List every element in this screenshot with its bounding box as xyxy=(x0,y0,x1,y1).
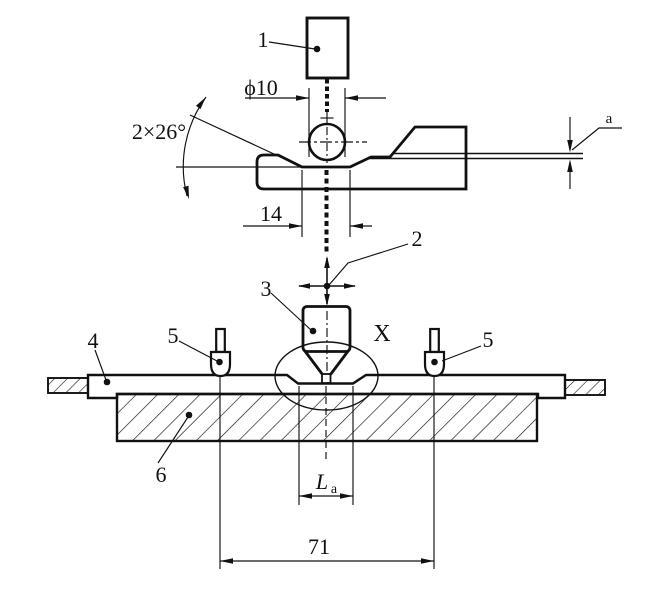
ball-diameter-value: ϕ10 xyxy=(244,75,278,100)
label-5-clamp-right: 5 xyxy=(483,327,494,352)
clamp-left-stem xyxy=(215,327,226,354)
leader-3 xyxy=(270,292,312,331)
la-arrow-left xyxy=(299,493,312,499)
span-arrow-right xyxy=(421,558,434,564)
thickness-value: a xyxy=(606,111,613,127)
span-arrow-left xyxy=(220,558,233,564)
thickness-dimension: a xyxy=(567,111,622,189)
leader-6 xyxy=(157,416,189,464)
holder-body xyxy=(305,16,350,80)
clamp-right xyxy=(423,327,446,378)
vee-angle-value: 2×26° xyxy=(132,119,186,144)
thickness-leader xyxy=(571,127,622,151)
dia-arrow-right xyxy=(345,95,358,101)
label-5-clamp-left: 5 xyxy=(168,323,179,348)
dia-arrow-left xyxy=(296,95,309,101)
leader-dot-clamp-right xyxy=(431,358,438,366)
motion-arrow-down xyxy=(324,294,330,306)
leader-dot-holder xyxy=(313,45,321,53)
vee-block-outline xyxy=(255,125,468,191)
clamp-right-stem xyxy=(429,327,440,354)
base-block xyxy=(115,392,539,443)
clamp-left xyxy=(209,327,232,378)
label-x-detail: X xyxy=(373,321,390,347)
angle-arc xyxy=(182,96,207,197)
detail-ellipse xyxy=(274,341,379,411)
angle-arrow-bottom xyxy=(183,185,189,199)
motion-arrow-left xyxy=(298,283,310,289)
label-1-holder: 1 xyxy=(258,27,269,52)
left-support-pin xyxy=(47,377,89,394)
motion-arrow-right xyxy=(344,283,356,289)
leader-1 xyxy=(268,41,316,50)
leader-lines xyxy=(94,41,482,464)
chisel-vee-right xyxy=(329,349,350,376)
ball-holder xyxy=(299,16,367,252)
angle-dimension: 2×26° xyxy=(132,96,303,199)
support-span-value: 71 xyxy=(308,534,330,559)
right-support-pin xyxy=(564,379,606,396)
leader-2 xyxy=(328,243,409,286)
thickness-arrow-down xyxy=(567,140,573,153)
label-2-motion: 2 xyxy=(412,226,423,251)
leader-5-left xyxy=(178,340,218,362)
leader-4 xyxy=(94,349,107,381)
groove-width-dimension: 14 xyxy=(243,170,372,237)
leader-5-right xyxy=(441,345,482,362)
la-subscript: a xyxy=(331,482,338,497)
thickness-arrow-up xyxy=(567,159,573,172)
leader-dot-chisel xyxy=(309,327,317,335)
leader-dot-clamp-left xyxy=(216,358,223,366)
chisel-tip-nib xyxy=(321,373,332,384)
la-arrow-right xyxy=(340,493,353,499)
groove-arrow-left xyxy=(289,223,302,229)
ball-diameter-dimension: ϕ10 xyxy=(244,75,386,157)
label-4-plate: 4 xyxy=(88,328,99,353)
la-symbol: L xyxy=(315,469,328,494)
motion-center-dot xyxy=(323,282,331,290)
chisel-tool xyxy=(301,305,352,384)
plate-outline xyxy=(86,373,567,400)
la-dimension: L a xyxy=(299,469,353,499)
label-3-chisel: 3 xyxy=(261,276,272,301)
part-labels: 1 2 3 4 5 5 6 X xyxy=(88,27,494,487)
specimen-plate xyxy=(47,373,606,400)
angle-arrow-top xyxy=(196,97,206,110)
leader-dot-base xyxy=(185,411,193,419)
groove-arrow-right xyxy=(350,223,363,229)
angle-ref-slanted xyxy=(189,114,303,168)
support-span-dimension: 71 xyxy=(220,534,434,564)
leader-dot-plate xyxy=(103,378,111,386)
chisel-vee-left xyxy=(303,349,324,376)
motion-indicator xyxy=(298,243,409,306)
motion-arrow-up xyxy=(324,256,330,268)
base-hatched-body xyxy=(115,392,539,443)
groove-width-value: 14 xyxy=(260,201,282,226)
label-6-base: 6 xyxy=(156,462,167,487)
vee-block xyxy=(255,125,583,191)
